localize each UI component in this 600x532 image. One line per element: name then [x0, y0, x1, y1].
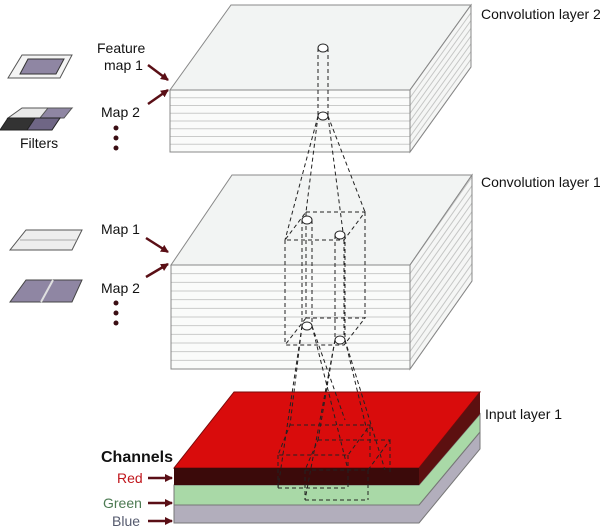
label-map-2-mid: Map 2 [101, 280, 140, 296]
convolution-layer-1 [170, 173, 473, 371]
ellipsis-dots-mid [113, 300, 119, 326]
label-convolution-layer-2: Convolution layer 2 [481, 6, 600, 22]
arrows [145, 64, 173, 525]
label-map-1: Map 1 [101, 221, 140, 237]
label-green: Green [103, 495, 142, 511]
label-filters: Filters [20, 135, 58, 151]
arrow-map-2-mid [145, 262, 169, 279]
label-map-2-top: Map 2 [101, 104, 140, 120]
label-feature: Feature [97, 40, 145, 56]
arrow-feature-map-1 [147, 64, 169, 81]
filter-icon-feature-map-1 [7, 54, 73, 79]
filter-icon-map-2-mid [9, 279, 83, 303]
ellipsis-dots-top [113, 125, 119, 151]
arrow-map-2-top [147, 88, 169, 106]
filter-icon-map-1 [8, 229, 83, 251]
label-red: Red [117, 470, 143, 486]
label-map-1-top: map 1 [104, 57, 143, 73]
label-input-layer-1: Input layer 1 [485, 406, 562, 422]
arrow-map-1 [145, 236, 169, 254]
input-layer [172, 391, 482, 524]
label-blue: Blue [112, 513, 140, 529]
convolution-layer-2 [169, 3, 472, 154]
receptive-field-lines [277, 43, 391, 501]
label-channels: Channels [101, 449, 173, 466]
filter-icon-map-2-top [0, 107, 74, 131]
label-convolution-layer-1: Convolution layer 1 [481, 174, 600, 190]
